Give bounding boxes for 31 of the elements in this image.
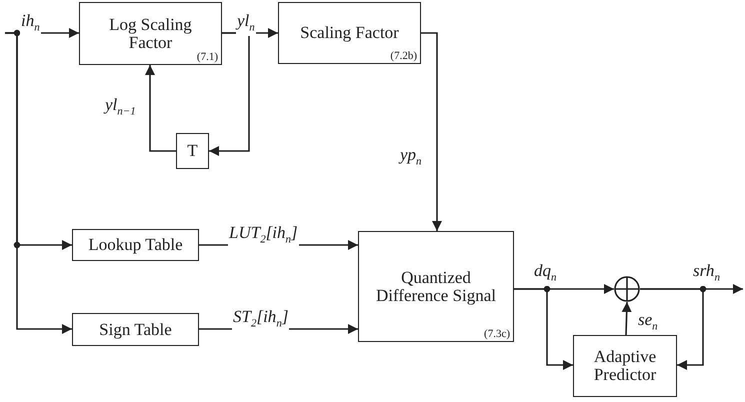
- block-label: Sign Table: [99, 320, 172, 338]
- process-box: [278, 2, 421, 64]
- block-label: Quantized Difference Signal: [374, 268, 498, 304]
- equation-number: (7.3c): [484, 328, 510, 340]
- edge-label: ST$_{2}$[ih$_{n}$]: [232, 308, 290, 332]
- process-box: [72, 229, 199, 261]
- arrow: [514, 288, 573, 370]
- arrow: [209, 32, 250, 156]
- block-label: Log Scaling Factor: [108, 16, 193, 52]
- arrow: [421, 32, 442, 231]
- block-label: Lookup Table: [88, 236, 183, 254]
- equation-number: (7.1): [196, 51, 218, 63]
- process-box: [72, 313, 199, 346]
- block-label: Adaptive Predictor: [592, 348, 658, 384]
- arrow: [5, 32, 72, 334]
- arrow: [640, 288, 704, 370]
- block-label: T: [187, 142, 198, 160]
- arrow: [145, 65, 176, 152]
- edge-label: dq$_{n}$: [533, 262, 558, 286]
- summing-junction: [614, 276, 640, 302]
- process-box: [79, 2, 222, 65]
- edge-label: LUT$_{2}$[ih$_{n}$]: [228, 224, 299, 248]
- process-box: [358, 231, 514, 342]
- equation-number: (7.2b): [390, 50, 417, 62]
- process-box: [176, 133, 209, 169]
- arrow: [622, 302, 632, 336]
- edge-label: srh$_{n}$: [692, 262, 721, 286]
- edge-label: yl$_{n}$: [236, 12, 256, 36]
- edge-label: ih$_{n}$: [20, 12, 41, 36]
- process-box: [573, 335, 677, 397]
- block-label: Scaling Factor: [300, 24, 399, 42]
